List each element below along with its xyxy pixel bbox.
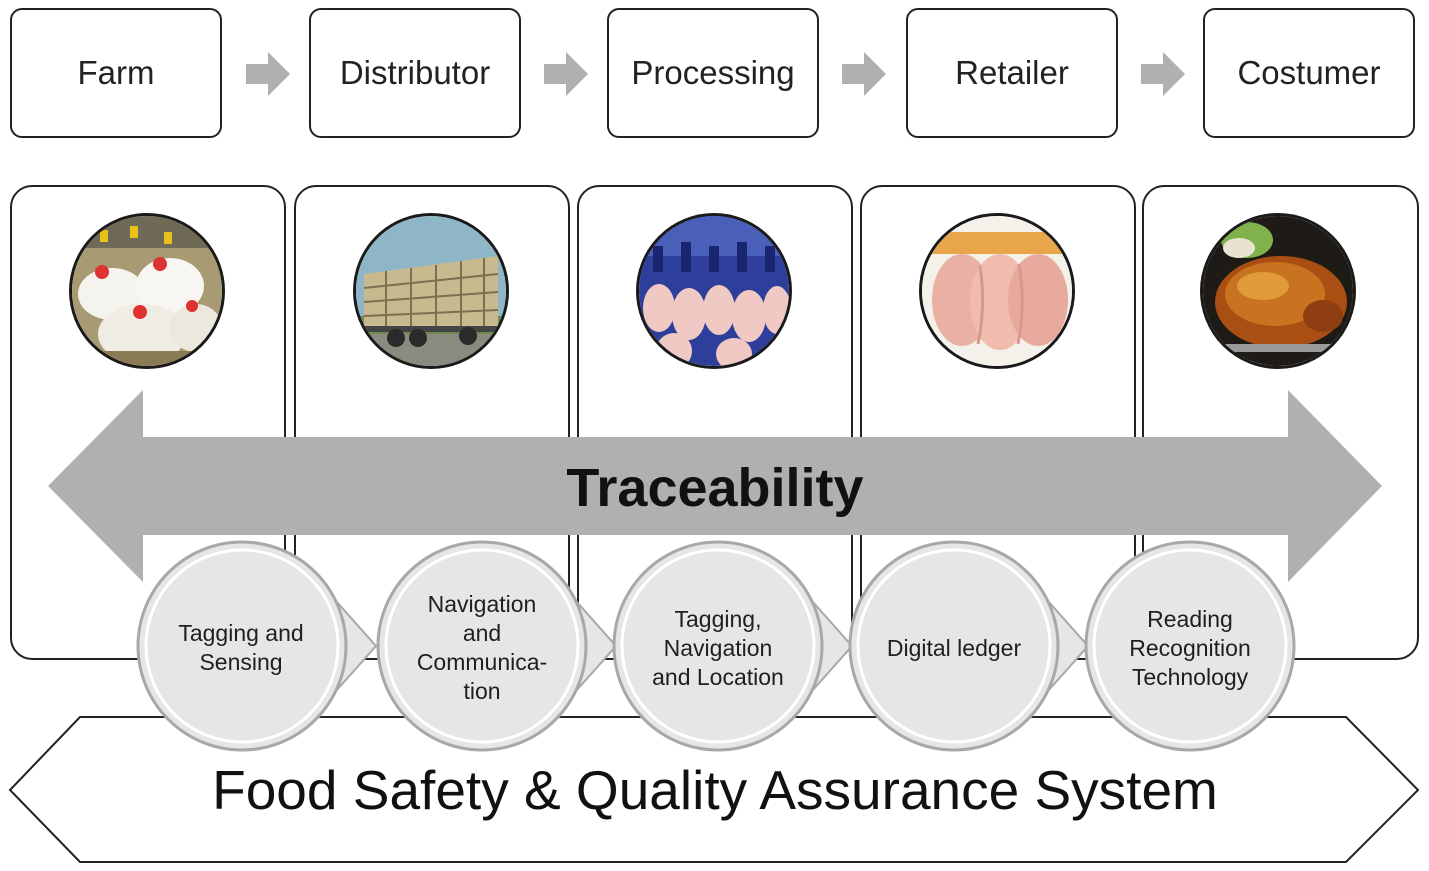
stage-costumer: Costumer <box>1203 8 1415 138</box>
tech-label: Tagging, Navigation and Location <box>652 605 784 690</box>
tech-circle-navigation-communication: Navigation and Communica-tion <box>372 538 618 758</box>
tech-circle-digital-ledger: Digital ledger <box>844 538 1090 758</box>
tech-circle-tagging-navigation-location: Tagging, Navigation and Location <box>608 538 854 758</box>
tech-label: Navigation and Communica-tion <box>416 591 548 704</box>
tech-label: Digital ledger <box>886 634 1022 661</box>
right-arrow-icon <box>544 52 588 96</box>
stage-farm: Farm <box>10 8 222 138</box>
stage-label: Distributor <box>339 54 491 91</box>
stage-distributor: Distributor <box>309 8 521 138</box>
stage-label: Processing <box>631 54 795 91</box>
stage-label: Costumer <box>1237 54 1381 91</box>
livestock-truck-icon <box>353 213 509 369</box>
tech-label: Tagging and Sensing <box>178 620 304 675</box>
stage-retailer: Retailer <box>906 8 1118 138</box>
stage-label: Retailer <box>955 54 1069 91</box>
roast-chicken-icon <box>1200 213 1356 369</box>
traceability-label: Traceability <box>566 458 864 518</box>
stage-label: Farm <box>77 54 155 91</box>
right-arrow-icon <box>1141 52 1185 96</box>
system-label: Food Safety & Quality Assurance System <box>212 759 1218 821</box>
chickens-icon <box>69 213 225 369</box>
tech-circle-reading-recognition: Reading Recognition Technology <box>1080 538 1300 758</box>
raw-chicken-icon <box>919 213 1075 369</box>
tech-label: Reading Recognition Technology <box>1129 605 1251 690</box>
stage-processing: Processing <box>607 8 819 138</box>
right-arrow-icon <box>842 52 886 96</box>
right-arrow-icon <box>246 52 290 96</box>
tech-circle-tagging-sensing: Tagging and Sensing <box>132 538 378 758</box>
processing-line-icon <box>636 213 792 369</box>
